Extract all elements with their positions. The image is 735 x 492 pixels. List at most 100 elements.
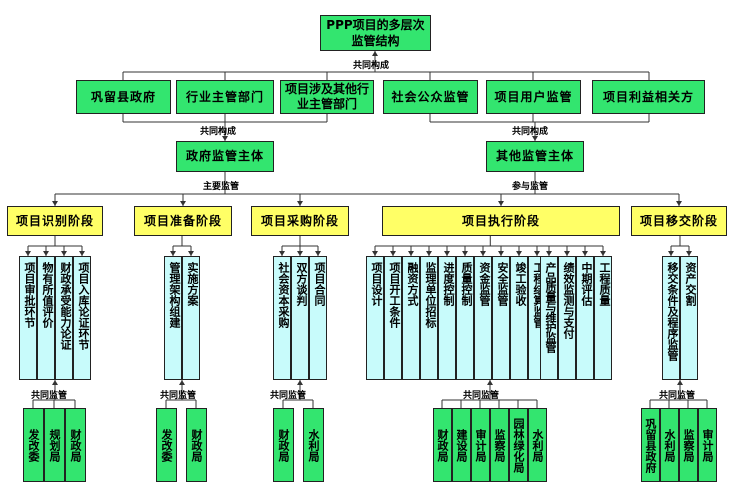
item-library-entry: 项目入库论证环节	[73, 256, 91, 380]
stage-preparation: 项目准备阶段	[134, 206, 232, 236]
label-gongtong-goucheng-top: 共同构成	[353, 61, 390, 71]
arrowhead-85	[582, 251, 588, 256]
arrowhead-65	[408, 251, 414, 256]
bureau-shenji-5: 审计局	[698, 408, 717, 482]
stage-execution: 项目执行阶段	[382, 206, 620, 236]
arrowhead-57	[315, 251, 321, 256]
other-supervision-main: 其他监管主体	[486, 141, 584, 172]
stage-identification: 项目识别阶段	[7, 206, 103, 236]
arrowhead-47	[170, 251, 176, 256]
bureau-shenji-4: 审计局	[471, 408, 490, 482]
bureau-caizheng-2: 财政局	[186, 408, 207, 482]
arrowhead-49	[188, 251, 194, 256]
item-project-contract: 项目合同	[309, 256, 327, 380]
bureau-gongliu-5: 巩留县政府	[641, 408, 660, 482]
arrowhead-31	[498, 201, 504, 206]
item-project-approval: 项目审批环节	[19, 256, 37, 380]
label-gongtong-jianguan-4: 共同监管	[463, 391, 500, 401]
bureau-jiancha-5: 监察局	[679, 408, 698, 482]
arrowhead-111	[487, 380, 493, 385]
arrowhead-83	[564, 251, 570, 256]
bureau-guihua-1: 规划局	[44, 408, 65, 482]
gov-supervision-main: 政府监管主体	[176, 141, 274, 172]
arrowhead-106	[297, 380, 303, 385]
item-asset-delivery: 资产交割	[680, 256, 698, 380]
item-management-structure: 管理架构组建	[164, 256, 182, 380]
label-gongtong-goucheng-left: 共同构成	[200, 127, 237, 137]
bureau-fagaiwei-1: 发改委	[23, 408, 44, 482]
bureau-shuili-5: 水利局	[660, 408, 679, 482]
arrowhead-29	[297, 201, 303, 206]
item-product-quality: 产品质量与维护监管	[540, 256, 558, 380]
arrowhead-27	[180, 201, 186, 206]
arrowhead-101	[179, 380, 185, 385]
label-gongtong-jianguan-3: 共同监管	[270, 391, 307, 401]
arrowhead-91	[668, 251, 674, 256]
item-supervisor-bidding: 监理单位招标	[420, 256, 438, 380]
item-handover-conditions: 移交条件及程序监管	[662, 256, 680, 380]
arrowhead-55	[297, 251, 303, 256]
subject-user-supervision: 项目用户监管	[486, 80, 581, 114]
arrowhead-53	[279, 251, 285, 256]
bureau-caizheng-4: 财政局	[433, 408, 452, 482]
item-safety-supervision: 安全监管	[492, 256, 510, 380]
subject-stakeholders: 项目利益相关方	[592, 80, 705, 114]
bureau-jianshe-4: 建设局	[452, 408, 471, 482]
arrowhead-75	[498, 251, 504, 256]
arrowhead-61	[372, 251, 378, 256]
arrowhead-77	[516, 251, 522, 256]
arrowhead-63	[390, 251, 396, 256]
item-negotiation: 双方谈判	[291, 256, 309, 380]
subject-gongliu-gov: 巩留县政府	[76, 80, 171, 114]
bureau-caizheng-3: 财政局	[273, 408, 294, 482]
item-progress-control: 进度控制	[438, 256, 456, 380]
bureau-jiancha-4: 监察局	[490, 408, 509, 482]
arrowhead-79	[534, 251, 540, 256]
arrowhead-69	[444, 251, 450, 256]
stage-handover: 项目移交阶段	[631, 206, 727, 236]
item-engineering-quality: 工程质量	[594, 256, 612, 380]
arrowhead-73	[480, 251, 486, 256]
arrowhead-87	[600, 251, 606, 256]
label-gongtong-goucheng-right: 共同构成	[512, 127, 549, 137]
label-gongtong-jianguan-2: 共同监管	[160, 391, 197, 401]
arrowhead-120	[677, 380, 683, 385]
subject-industry-dept: 行业主管部门	[176, 80, 274, 114]
item-quality-control: 质量控制	[456, 256, 474, 380]
item-fiscal-capacity: 财政承受能力论证	[55, 256, 73, 380]
arrowhead-1	[372, 51, 378, 56]
arrowhead-33	[676, 201, 682, 206]
arrowhead-41	[61, 251, 67, 256]
item-fund-supervision: 资金监管	[474, 256, 492, 380]
arrowhead-81	[546, 251, 552, 256]
arrowhead-95	[52, 380, 58, 385]
arrowhead-37	[25, 251, 31, 256]
arrowhead-93	[686, 251, 692, 256]
item-construction-conditions: 项目开工条件	[384, 256, 402, 380]
arrowhead-14	[222, 136, 228, 141]
stage-procurement: 项目采购阶段	[251, 206, 349, 236]
bureau-caizheng-1: 财政局	[65, 408, 86, 482]
item-financing-method: 融资方式	[402, 256, 420, 380]
label-zhuyao-jianguan: 主要监管	[203, 182, 240, 192]
subject-other-industry-dept: 项目涉及其他行业主管部门	[280, 80, 374, 114]
item-capital-procurement: 社会资本采购	[273, 256, 291, 380]
item-implementation-plan: 实施方案	[182, 256, 200, 380]
arrowhead-20	[532, 136, 538, 141]
label-canyu-jianguan: 参与监管	[512, 182, 549, 192]
subject-public-supervision: 社会公众监管	[383, 80, 478, 114]
bureau-shuili-3: 水利局	[303, 408, 324, 482]
root-node: PPP项目的多层次监管结构	[320, 15, 431, 51]
item-project-design: 项目设计	[366, 256, 384, 380]
label-gongtong-jianguan-1: 共同监管	[31, 391, 68, 401]
arrowhead-39	[43, 251, 49, 256]
arrowhead-25	[52, 201, 58, 206]
bureau-yuanlin-4: 园林绿化局	[509, 408, 528, 482]
item-performance-monitoring: 绩效监测与支付	[558, 256, 576, 380]
arrowhead-67	[426, 251, 432, 256]
arrowhead-71	[462, 251, 468, 256]
arrowhead-43	[79, 251, 85, 256]
item-completion-acceptance: 竣工验收	[510, 256, 528, 380]
